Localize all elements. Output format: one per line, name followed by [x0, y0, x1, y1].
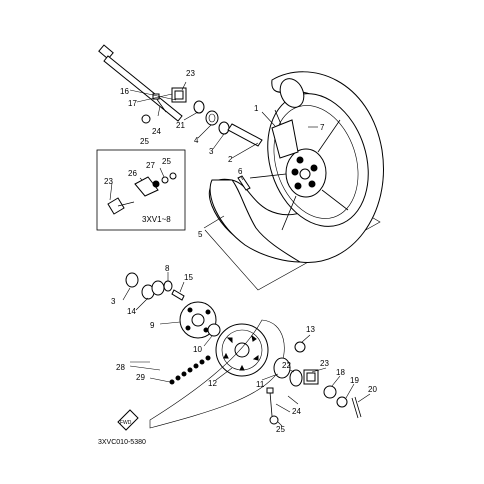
callout-3: 3 — [209, 147, 214, 156]
sprocket-assembly: FWD — [117, 272, 362, 431]
callout-21: 21 — [176, 121, 185, 130]
callout-23: 23 — [186, 69, 195, 78]
inset-label: 3XV1~8 — [142, 215, 171, 224]
callout-25: 25 — [162, 157, 171, 166]
hub-boss-icon — [271, 119, 299, 159]
lower-bearing-icon — [125, 272, 139, 288]
callout-27: 27 — [146, 161, 155, 170]
callout-24: 24 — [292, 407, 301, 416]
callout-3: 3 — [111, 297, 116, 306]
valve-icon — [237, 175, 251, 191]
callout-9: 9 — [150, 321, 155, 330]
callout-17: 17 — [128, 99, 137, 108]
axle-group — [98, 44, 263, 191]
sprocket-nut-icon — [294, 341, 306, 353]
right-adjuster-bolt-icon — [266, 387, 274, 394]
callout-22: 22 — [282, 361, 291, 370]
chain-links-icon — [169, 355, 211, 385]
callout-7: 7 — [320, 123, 325, 132]
drawing-code: 3XVC010-5380 — [98, 439, 146, 446]
cotter-pin-icon — [351, 396, 362, 419]
right-adjuster-nut-icon — [269, 415, 279, 425]
clutch-bearing-icon — [163, 280, 173, 292]
collar-15-icon — [171, 289, 185, 301]
callout-16: 16 — [120, 87, 129, 96]
washer-icon — [323, 385, 337, 399]
callout-29: 29 — [136, 373, 145, 382]
callout-5: 5 — [198, 230, 203, 239]
callout-6: 6 — [238, 167, 243, 176]
bearing-icon — [218, 121, 230, 135]
collar-11-icon — [273, 357, 291, 379]
callout-14: 14 — [127, 307, 136, 316]
callout-4: 4 — [194, 136, 199, 145]
collar-icon — [193, 100, 205, 114]
axle-head-icon — [98, 44, 114, 60]
axle-shaft-icon — [103, 55, 183, 122]
callout-1: 1 — [254, 104, 259, 113]
callout-26: 26 — [128, 169, 137, 178]
callout-11: 11 — [256, 380, 265, 389]
fwd-arrow-icon: FWD — [117, 409, 139, 431]
chain-icon — [149, 319, 285, 429]
callout-2: 2 — [228, 155, 233, 164]
callout-20: 20 — [368, 385, 377, 394]
inset-plate-icon — [107, 197, 125, 215]
wheel-assembly — [204, 71, 384, 291]
axle-nut-icon — [336, 396, 348, 408]
hub-bearing-icon — [207, 323, 221, 337]
callout-24: 24 — [152, 127, 161, 136]
svg-text:FWD: FWD — [120, 420, 132, 426]
sprocket-icon — [215, 323, 269, 377]
adjuster-nut-icon — [141, 114, 151, 124]
callout-25: 25 — [276, 425, 285, 434]
callout-23: 23 — [320, 359, 329, 368]
callout-19: 19 — [350, 376, 359, 385]
callout-15: 15 — [184, 273, 193, 282]
inset-frame — [96, 149, 186, 231]
callout-13: 13 — [306, 325, 315, 334]
callout-10: 10 — [193, 345, 202, 354]
callout-12: 12 — [208, 379, 217, 388]
callout-labels: 1 2 3 3 4 5 6 7 8 9 10 11 12 13 14 15 16… — [104, 69, 377, 434]
callout-8: 8 — [165, 264, 170, 273]
inset-adjuster-icon — [134, 176, 159, 197]
callout-25: 25 — [140, 137, 149, 146]
inset-variant-box: 3XV1~8 — [96, 149, 186, 231]
callout-28: 28 — [116, 363, 125, 372]
spacer-icon — [227, 123, 263, 147]
leader-lines — [109, 81, 371, 427]
callout-18: 18 — [336, 368, 345, 377]
callout-23: 23 — [104, 177, 113, 186]
oil-seal-icon — [205, 110, 219, 126]
